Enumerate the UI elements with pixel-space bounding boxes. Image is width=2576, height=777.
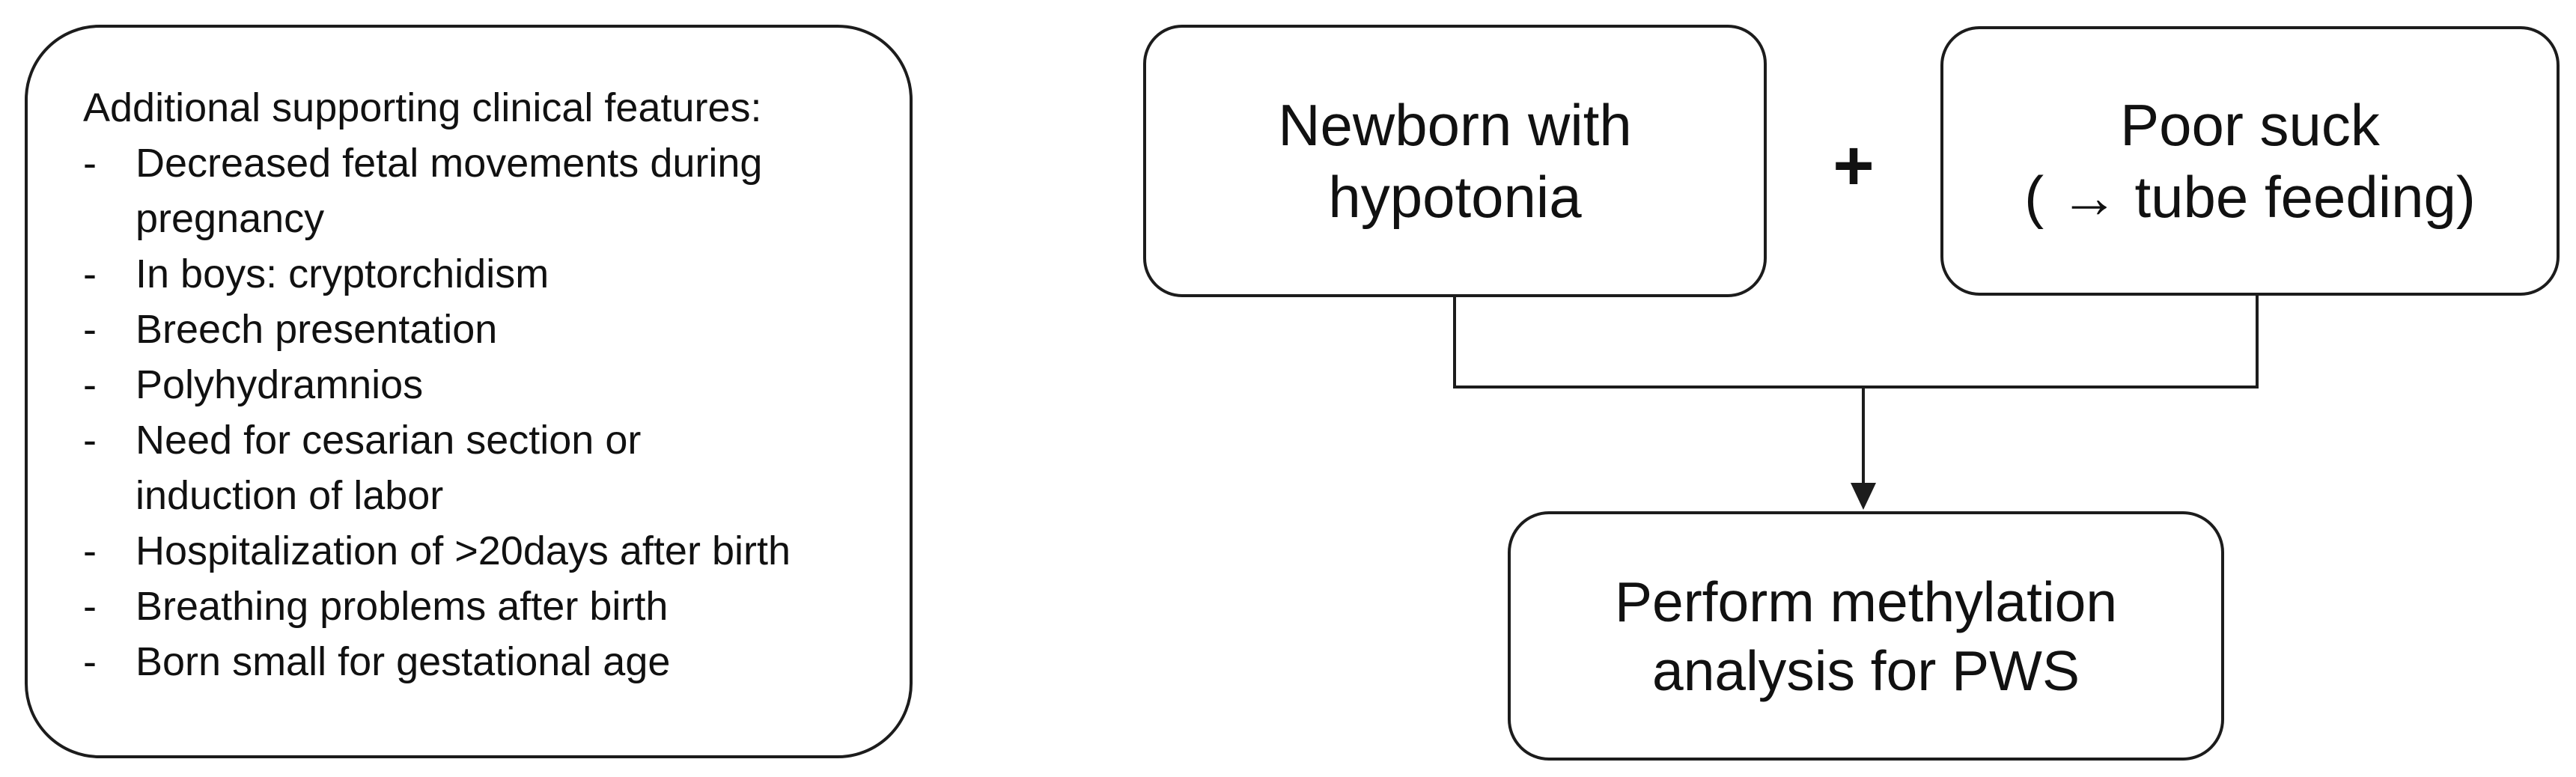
feature-item: - Breathing problems after birth: [83, 579, 883, 634]
connector-left-stub: [1453, 297, 1456, 388]
connector-arrow-stem: [1862, 386, 1865, 484]
plus-sign: +: [1833, 126, 1875, 206]
bullet-dash: -: [83, 252, 97, 296]
bullet-dash: -: [83, 639, 97, 684]
bullet-dash: -: [83, 141, 97, 186]
feature-item: - Polyhydramnios: [83, 357, 883, 412]
supporting-features-box: Additional supporting clinical features:…: [25, 25, 913, 758]
feature-item-label: Hospitalization of >20days after birth: [136, 528, 791, 573]
feature-item: - Decreased fetal movements during pregn…: [83, 135, 883, 246]
feature-item-label: Polyhydramnios: [136, 362, 424, 407]
feature-item: - In boys: cryptorchidism: [83, 246, 883, 302]
poor-suck-box: Poor suck ( → tube feeding): [1940, 26, 2560, 296]
bullet-dash: -: [83, 584, 97, 629]
bullet-dash: -: [83, 528, 97, 573]
connector-right-stub: [2256, 296, 2259, 388]
connector-horizontal-joiner: [1453, 386, 2259, 388]
feature-item-label: In boys: cryptorchidism: [136, 252, 549, 296]
feature-item-label: Breathing problems after birth: [136, 584, 669, 629]
bullet-dash: -: [83, 418, 97, 463]
newborn-hypotonia-box: Newborn with hypotonia: [1143, 25, 1767, 297]
feature-item-label: Born small for gestational age: [136, 639, 671, 684]
feature-item: - Born small for gestational age: [83, 634, 883, 689]
arrow-down-icon: [1851, 483, 1876, 510]
bullet-dash: -: [83, 362, 97, 407]
supporting-features-title: Additional supporting clinical features:: [83, 85, 762, 130]
feature-item-label: Breech presentation: [136, 307, 498, 352]
methylation-analysis-box: Perform methylation analysis for PWS: [1508, 511, 2224, 761]
bullet-dash: -: [83, 307, 97, 352]
feature-item: - Breech presentation: [83, 302, 883, 357]
feature-item-label: Need for cesarian section or induction o…: [136, 418, 642, 518]
feature-item: - Need for cesarian section or induction…: [83, 412, 883, 523]
feature-item: - Hospitalization of >20days after birth: [83, 523, 883, 579]
supporting-features-content: Additional supporting clinical features:…: [28, 28, 910, 689]
feature-item-label: Decreased fetal movements during pregnan…: [136, 141, 763, 241]
